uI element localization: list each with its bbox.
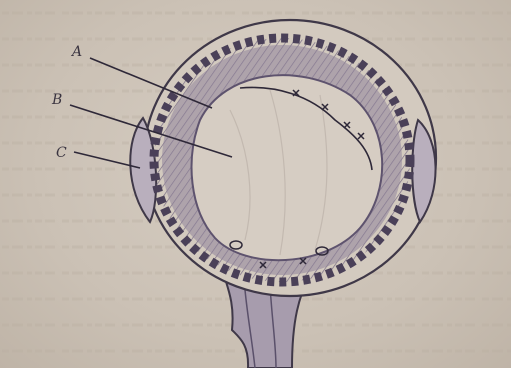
label-a: A <box>72 45 82 59</box>
label-b: B <box>52 93 62 107</box>
inner-cavity <box>192 75 383 260</box>
label-c: C <box>56 146 67 160</box>
